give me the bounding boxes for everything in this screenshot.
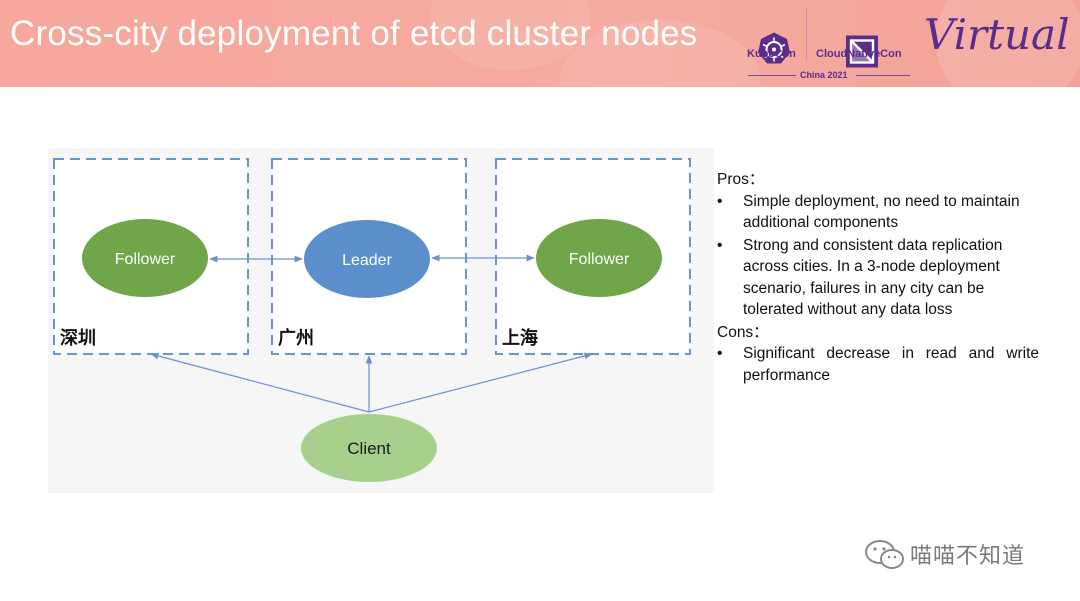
- node-leader-guangzhou: [304, 220, 430, 298]
- decorative-shape: [935, 0, 1080, 87]
- bullet: •: [717, 236, 723, 254]
- pros-item: • Simple deployment, no need to maintain …: [717, 191, 1039, 234]
- cons-heading: Cons：: [717, 323, 769, 341]
- event-line-right: [856, 75, 910, 76]
- header-banner: Cross-city deployment of etcd cluster no…: [0, 0, 1080, 87]
- node-label: Follower: [115, 251, 176, 268]
- kubecon-logo-icon: [758, 32, 790, 64]
- pros-item-text: Simple deployment, no need to maintain a…: [743, 192, 1020, 232]
- node-follower-shanghai: [536, 219, 662, 297]
- bullet: •: [717, 345, 723, 362]
- node-label: Leader: [342, 252, 392, 269]
- cons-item: • Significant decrease in read and write …: [717, 343, 1039, 386]
- node-label: Follower: [569, 251, 630, 268]
- node-follower-shenzhen: [82, 219, 208, 297]
- wechat-icon: [865, 540, 904, 569]
- client-arrow: [368, 352, 593, 413]
- cons-item-text: Significant decrease in read and write p…: [743, 345, 1039, 384]
- bullet: •: [717, 192, 723, 210]
- event-label: China 2021: [800, 70, 848, 80]
- cloudnativecon-label: CloudNativeCon: [816, 48, 902, 60]
- brand-divider: [806, 8, 807, 60]
- watermark: 喵喵不知道: [864, 538, 1024, 578]
- zone-label: 上海: [502, 327, 538, 349]
- zone-label: 深圳: [60, 327, 96, 349]
- pros-item: • Strong and consistent data replication …: [717, 235, 1039, 321]
- zone-label: 广州: [278, 327, 314, 349]
- pros-heading: Pros：: [717, 171, 765, 188]
- watermark-text: 喵喵不知道: [910, 543, 1026, 568]
- kubecon-label: KubeCon: [747, 48, 796, 60]
- slide-title: Cross-city deployment of etcd cluster no…: [10, 14, 698, 53]
- pros-cons-panel: Pros： • Simple deployment, no need to mai…: [717, 169, 1039, 387]
- pros-item-text: Strong and consistent data replication a…: [743, 236, 1003, 319]
- client-node: [301, 414, 437, 482]
- cons-list: • Significant decrease in read and write …: [717, 343, 1039, 386]
- event-line-left: [748, 75, 796, 76]
- client-label: Client: [347, 439, 391, 458]
- cloudnativecon-logo-icon: [846, 35, 878, 68]
- client-arrow: [150, 352, 370, 413]
- pros-list: • Simple deployment, no need to maintain …: [717, 191, 1039, 321]
- virtual-label: Virtual: [924, 10, 1070, 59]
